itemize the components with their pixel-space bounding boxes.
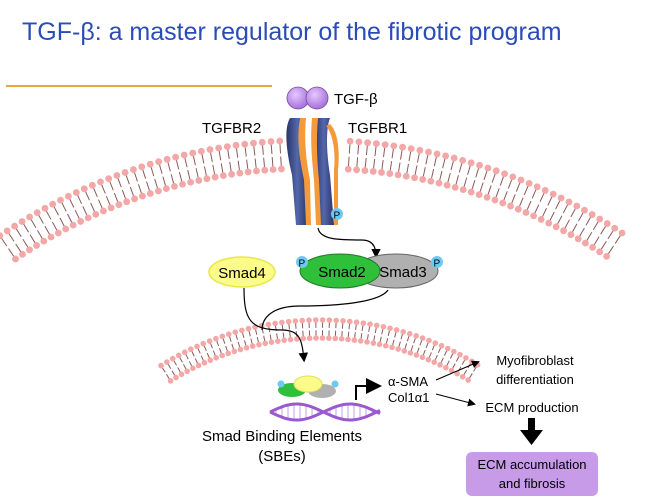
target-gene-asma: α-SMA <box>388 374 428 389</box>
outcome-myofibroblast-line1: Myofibroblast <box>496 353 574 368</box>
down-arrow-icon <box>520 418 543 445</box>
cell-membrane <box>0 137 626 263</box>
svg-text:P: P <box>434 259 441 270</box>
nuclear-membrane <box>158 317 481 384</box>
smad-complex-on-dna <box>277 375 339 398</box>
smad3-label: Smad3 <box>379 264 427 281</box>
tgfbr2-accent <box>298 118 311 225</box>
svg-text:P: P <box>299 259 306 270</box>
title-underline <box>6 85 272 87</box>
fibrosis-outcome-line1: ECM accumulation <box>477 457 586 472</box>
tgfbr1-accent <box>311 118 321 225</box>
tgf-beta-label: TGF-β <box>334 91 378 108</box>
sbe-label-line2: (SBEs) <box>258 448 306 465</box>
sbe-label-line1: Smad Binding Elements <box>202 428 362 445</box>
tgfbr1-label: TGFBR1 <box>348 120 407 137</box>
smad4-protein <box>208 256 276 288</box>
tgf-beta-ligand <box>286 86 329 110</box>
smad3-phospho-icon: P <box>431 256 443 270</box>
smad2-protein <box>299 253 381 289</box>
target-gene-col1a1: Col1α1 <box>388 390 429 405</box>
smad2-phospho-icon: P <box>296 256 308 270</box>
tgfbr1-receptor <box>313 118 334 225</box>
arrow-to-myofibroblast <box>435 360 480 381</box>
smad2-label: Smad2 <box>318 264 366 281</box>
transcription-start-arrow <box>355 378 382 400</box>
activation-arrow <box>317 227 381 259</box>
outcome-ecm-production: ECM production <box>485 400 578 415</box>
receptor-complex <box>286 118 339 225</box>
dna-helix <box>269 402 381 422</box>
receptor-phospho-icon: P <box>331 208 343 222</box>
fibrosis-outcome-line2: and fibrosis <box>499 476 566 491</box>
slide-title: TGF-β: a master regulator of the fibroti… <box>22 18 562 46</box>
smad4-label: Smad4 <box>218 265 266 282</box>
fibrosis-outcome-box <box>466 452 598 496</box>
arrow-to-ecm <box>435 393 476 407</box>
tgfbr2-receptor <box>286 118 308 225</box>
tgfbr2-label: TGFBR2 <box>202 120 261 137</box>
outcome-myofibroblast-line2: differentiation <box>496 372 574 387</box>
svg-text:P: P <box>334 211 341 222</box>
nuclear-translocation-arrow <box>243 287 309 363</box>
